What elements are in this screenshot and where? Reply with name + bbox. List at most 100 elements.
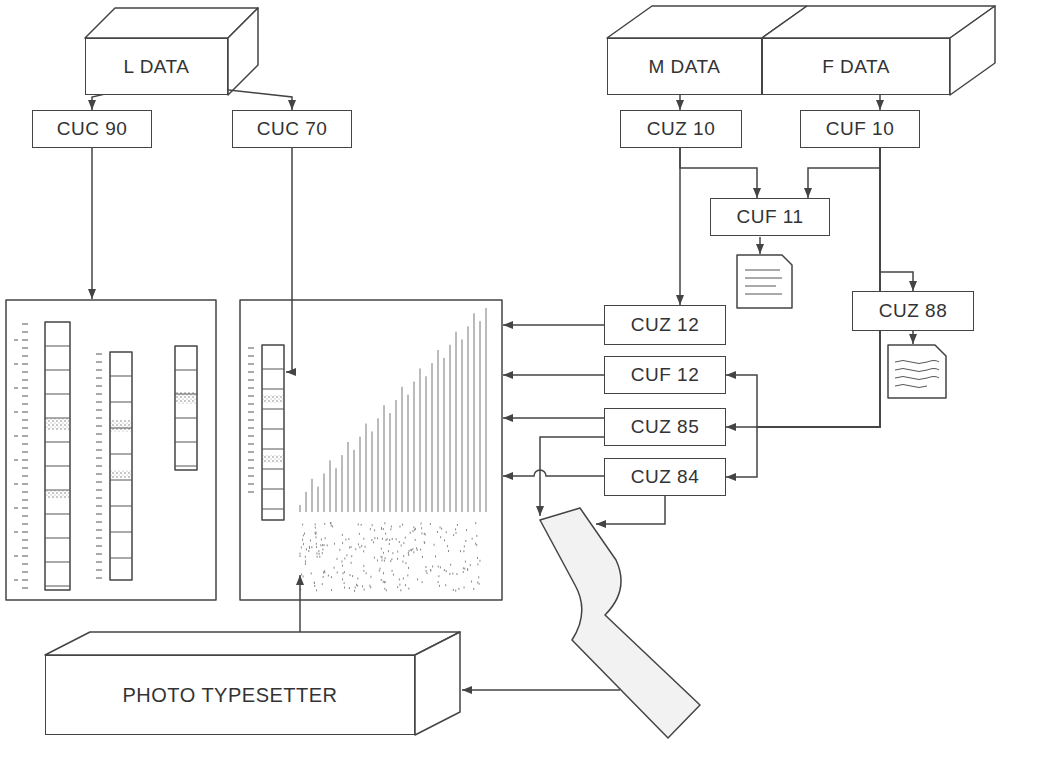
chart-stroke <box>248 492 254 493</box>
chart-stroke <box>322 552 323 554</box>
chart-stroke <box>381 579 382 581</box>
chart-stroke <box>315 527 316 529</box>
chart-stroke <box>22 460 28 461</box>
program-box: CUZ 88 <box>852 291 974 331</box>
chart-stroke <box>262 449 284 450</box>
chart-stroke <box>314 582 315 584</box>
chart-stroke <box>385 581 386 583</box>
chart-stroke <box>430 523 431 525</box>
chart-stroke <box>305 556 306 558</box>
chart-stroke <box>445 584 446 586</box>
chart-stroke <box>248 452 254 453</box>
chart-stroke <box>342 565 343 567</box>
chart-stroke <box>354 590 355 592</box>
chart-stroke <box>358 523 359 525</box>
chart-stroke <box>306 492 307 512</box>
chart-stroke <box>409 550 410 552</box>
chart-stroke <box>346 554 347 556</box>
chart-stroke <box>110 558 132 559</box>
chart-stroke <box>390 560 391 562</box>
chart-stroke <box>345 539 346 541</box>
chart-stroke <box>327 544 328 546</box>
chart-stroke <box>363 538 364 540</box>
chart-stroke <box>421 523 422 525</box>
chart-stroke <box>437 531 438 533</box>
chart-stroke <box>358 543 359 545</box>
chart-stroke <box>96 450 102 451</box>
chart-stroke <box>408 567 409 569</box>
chart-stroke <box>417 578 418 580</box>
flow-connector <box>726 148 880 427</box>
chart-stroke <box>432 565 433 567</box>
flow-connector <box>879 95 881 110</box>
print-arrow <box>912 331 914 344</box>
chart-stroke <box>22 412 28 413</box>
chart-stroke <box>308 550 309 552</box>
chart-stroke <box>458 588 459 590</box>
chart-stroke <box>390 528 391 530</box>
chart-stroke <box>324 544 325 546</box>
chart-stroke <box>22 516 28 517</box>
chart-stroke <box>388 550 389 552</box>
chart-stroke <box>408 552 409 554</box>
chart-stroke <box>379 570 380 572</box>
output-arrow <box>91 148 93 299</box>
chart-stroke <box>45 370 70 371</box>
chart-stroke <box>14 388 18 389</box>
chart-stroke <box>262 369 284 370</box>
box-label: CUC 70 <box>257 118 328 140</box>
chart-stroke <box>440 527 441 529</box>
tape-arrow <box>540 437 604 516</box>
chart-stroke <box>22 380 28 381</box>
chart-stroke <box>408 395 409 512</box>
chart-stroke <box>248 356 254 357</box>
output-panel <box>240 300 502 600</box>
chart-stroke <box>444 539 445 541</box>
chart-stroke <box>300 505 301 512</box>
chart-stroke <box>311 572 312 574</box>
chart-stroke <box>477 563 478 565</box>
chart-stroke <box>319 556 320 558</box>
chart-stroke <box>330 522 331 524</box>
chart-stroke <box>337 572 338 574</box>
chart-stroke <box>110 532 132 533</box>
chart-stroke <box>96 554 102 555</box>
box-side-face <box>228 8 258 95</box>
chart-stroke <box>420 368 421 512</box>
chart-stroke <box>405 537 406 539</box>
chart-stroke <box>426 376 427 512</box>
chart-stroke <box>14 364 18 365</box>
chart-stroke <box>434 544 435 546</box>
chart-stroke <box>14 340 18 341</box>
chart-stroke <box>323 576 324 578</box>
chart-stroke <box>381 556 382 558</box>
chart-stroke <box>446 531 447 533</box>
chart-stroke <box>342 455 343 512</box>
chart-stroke <box>460 550 461 552</box>
chart-stroke <box>480 321 481 512</box>
chart-stroke <box>342 534 343 536</box>
program-box: CUZ 84 <box>604 458 726 496</box>
chart-stroke <box>300 553 301 555</box>
chart-stroke <box>343 572 344 574</box>
chart-stroke <box>420 549 421 551</box>
paper-tape <box>540 508 700 738</box>
chart-stroke <box>359 533 360 535</box>
chart-stroke <box>322 549 323 551</box>
chart-stroke <box>372 524 373 526</box>
chart-stroke <box>383 552 384 554</box>
tape-arrow <box>596 496 665 524</box>
flow-connector <box>679 95 681 110</box>
chart-stroke <box>390 413 391 512</box>
chart-stroke <box>361 545 362 547</box>
chart-stroke <box>452 573 453 575</box>
chart-stroke <box>45 586 70 587</box>
chart-stroke <box>415 528 416 530</box>
chart-stroke <box>381 528 382 530</box>
chart-stroke <box>22 588 28 589</box>
chart-stroke <box>22 356 28 357</box>
chart-stroke <box>248 460 254 461</box>
chart-stroke <box>324 473 325 512</box>
chart-stroke <box>45 562 70 563</box>
